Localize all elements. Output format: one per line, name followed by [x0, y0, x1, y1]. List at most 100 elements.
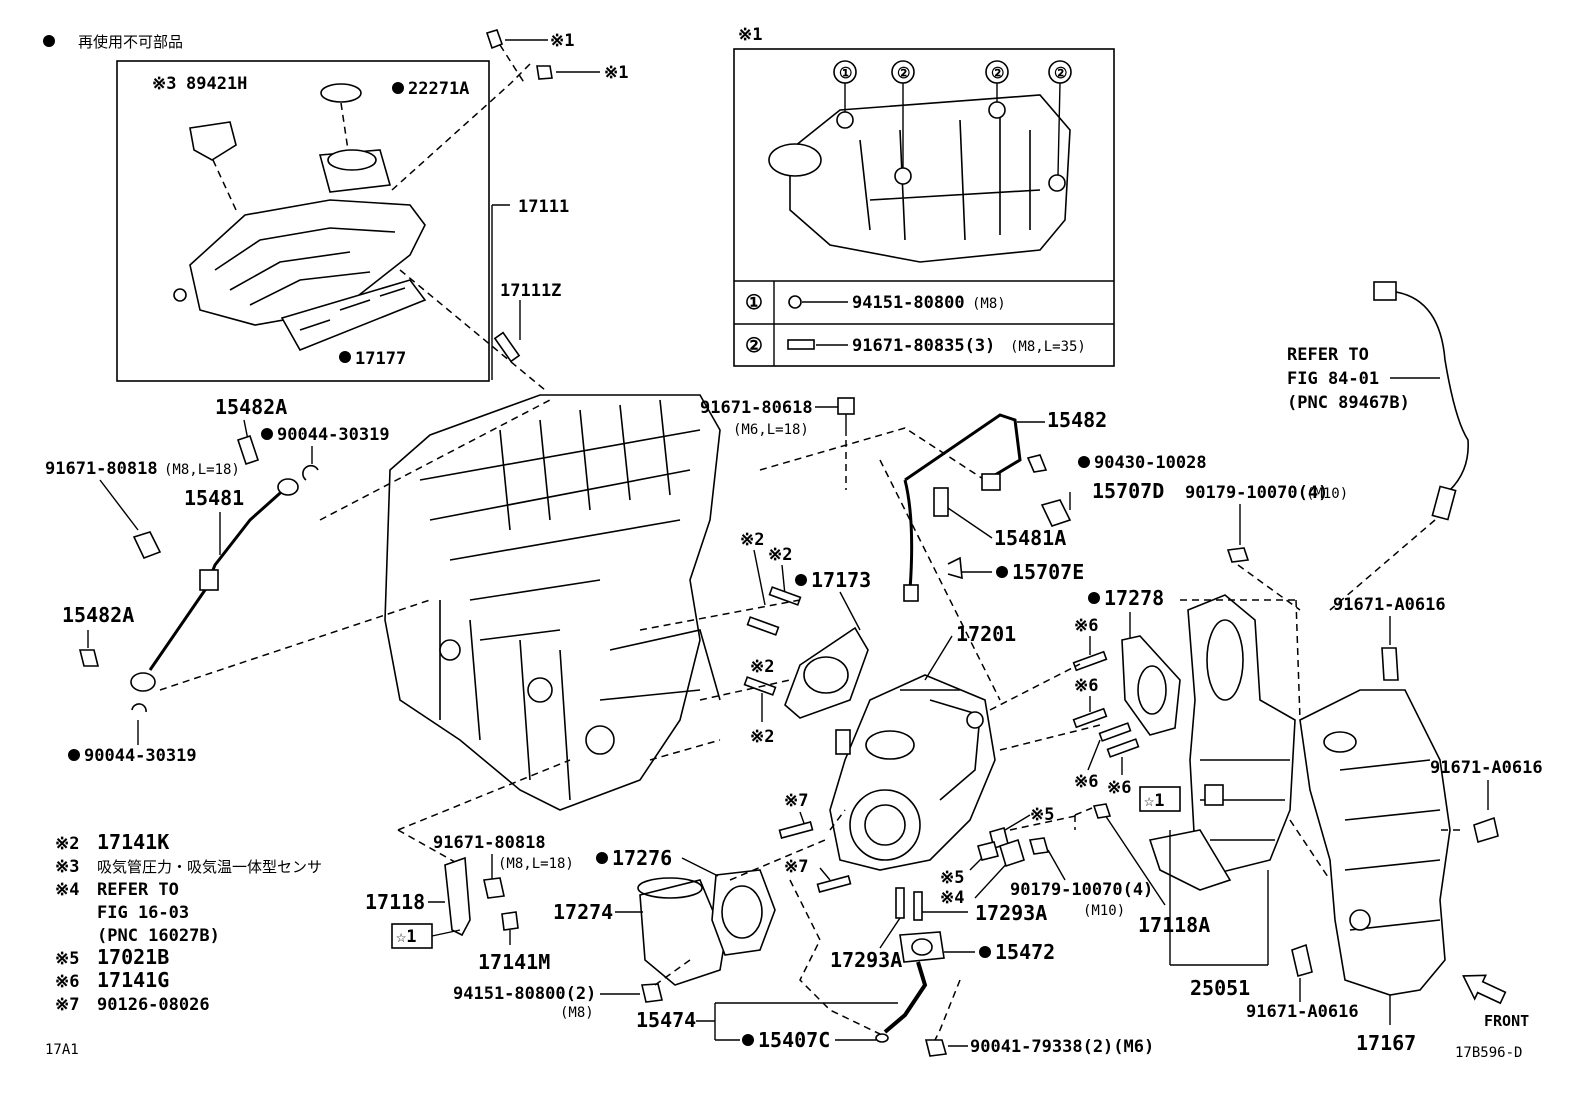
- gasket-17278: [1121, 635, 1181, 736]
- inset-callout-2a: ②: [897, 64, 910, 82]
- inset-callout-2b: ②: [991, 64, 1004, 82]
- gasket-17276: [711, 869, 776, 956]
- bullet-22271a-icon: [392, 82, 404, 94]
- stud-m6-1-icon: [1072, 650, 1108, 672]
- label-m2a: ※2: [740, 530, 764, 550]
- label-m2c: ※2: [750, 657, 774, 677]
- note-mark-1: ※3: [55, 857, 79, 877]
- label-15481a: 15481A: [994, 526, 1066, 550]
- label-17276: 17276: [612, 846, 672, 870]
- label-m2b: ※2: [768, 545, 792, 565]
- stud-m2-1-icon: [768, 586, 802, 606]
- label-17118: 17118: [365, 890, 425, 914]
- bolt-top-icon: [485, 29, 504, 50]
- nut-90179-bot-icon: [1028, 837, 1050, 855]
- label-15481: 15481: [184, 486, 244, 510]
- note-text-3: FIG 16-03: [97, 903, 189, 923]
- stud-m6-4-icon: [1106, 738, 1140, 758]
- bolt-a0616-a-icon: [1381, 647, 1399, 681]
- note-mark-0: ※2: [55, 834, 79, 854]
- bracket-17118: [444, 856, 471, 937]
- spec-l: (M8,L=18): [164, 462, 240, 478]
- spec-80618: (M6,L=18): [733, 422, 809, 438]
- label-90179-top: 90179-10070(4): [1185, 483, 1328, 503]
- inset-row2-part: 91671-80835(3): [852, 336, 995, 356]
- label-91671-a0616-c: 91671-A0616: [1246, 1002, 1359, 1022]
- label-15474: 15474: [636, 1008, 696, 1032]
- legend-text: 再使用不可部品: [78, 33, 183, 51]
- code-left: 17A1: [45, 1042, 79, 1058]
- heat-insulator-drawing: [1299, 689, 1451, 996]
- label-17111z: 17111Z: [500, 281, 561, 301]
- pipe-15474: [883, 961, 928, 1034]
- washer-bot-icon: [131, 703, 147, 713]
- pipe-17274: [639, 879, 726, 986]
- label-17111: 17111: [518, 197, 569, 217]
- bolt-15482a-mid-icon: [78, 649, 100, 667]
- spec-m10-bot: (M10): [1083, 903, 1125, 919]
- stud-17111z-icon: [493, 331, 521, 363]
- label-15407c: 15407C: [758, 1028, 830, 1052]
- label-90430: 90430-10028: [1094, 453, 1207, 473]
- refer-line3: (PNC 89467B): [1287, 393, 1410, 413]
- label-17293a-r: 17293A: [975, 901, 1047, 925]
- washer-top-icon: [302, 464, 319, 481]
- label-17278: 17278: [1104, 586, 1164, 610]
- note-text-4: (PNC 16027B): [97, 926, 220, 946]
- nut-top-icon: [536, 65, 553, 80]
- bolt-17118a-icon: [1092, 803, 1112, 819]
- label-m5a: ※5: [1030, 805, 1054, 825]
- inset-row2-bolt-icon: [787, 339, 815, 350]
- label-17293a-l: 17293A: [830, 948, 902, 972]
- washer-15407c-icon: [875, 1033, 889, 1043]
- inset-mark: ※1: [738, 25, 762, 45]
- pipe-15481: [148, 484, 290, 671]
- intake-leaders: [212, 44, 546, 391]
- bolt-15482a-top-icon: [236, 434, 260, 466]
- intake-manifold-box: [116, 60, 490, 382]
- clip-15707e-icon: [947, 556, 963, 580]
- stud-17293a-a-icon: [895, 887, 905, 919]
- bullet-15472-icon: [979, 946, 991, 958]
- label-m4: ※4: [940, 888, 964, 908]
- inset-box: [733, 48, 1115, 367]
- label-22271a: 22271A: [408, 79, 469, 99]
- inset-row2-spec: (M8,L=35): [1010, 339, 1086, 355]
- label-90179-bot: 90179-10070(4): [1010, 880, 1153, 900]
- gasket-15472: [899, 931, 945, 963]
- label-m7a: ※7: [784, 791, 808, 811]
- inset-row1-nut-icon: [788, 295, 802, 309]
- stud-m6-2-icon: [1072, 707, 1108, 729]
- note-mark-7: ※7: [55, 995, 79, 1015]
- bolt-80818-b-icon: [483, 877, 505, 899]
- turbocharger-drawing: [829, 674, 996, 871]
- note-text-1: 吸気管圧力・吸気温一体型センサ: [97, 858, 322, 876]
- bullet-15407c-icon: [742, 1034, 754, 1046]
- label-star1a: ☆1: [1144, 791, 1164, 811]
- label-15472: 15472: [995, 940, 1055, 964]
- bullet-17276-icon: [596, 852, 608, 864]
- nut-90179-top-icon: [1226, 547, 1250, 563]
- inset-callout-1: ①: [839, 64, 852, 82]
- label-15707d: 15707D: [1092, 479, 1164, 503]
- note-mark-5: ※5: [55, 949, 79, 969]
- bullet-90430-icon: [1078, 456, 1090, 468]
- label-15482a-top: 15482A: [215, 395, 287, 419]
- legend-dot-icon: [43, 35, 55, 47]
- label-90044-top: 90044-30319: [277, 425, 390, 445]
- notes-list: ※2 17141K ※3 吸気管圧力・吸気温一体型センサ ※4 REFER TO…: [55, 830, 322, 1015]
- label-89421h: 89421H: [186, 74, 247, 94]
- label-90041: 90041-79338(2)(M6): [970, 1037, 1154, 1057]
- label-star1b: ☆1: [396, 927, 416, 947]
- note-mark-6: ※6: [55, 972, 79, 992]
- label-m2d: ※2: [750, 727, 774, 747]
- label-90044-bot: 90044-30319: [84, 746, 197, 766]
- engine-block-drawing: [384, 394, 721, 811]
- spec-m10-top: (M10): [1306, 486, 1348, 502]
- bolt-a0616-b-icon: [1473, 816, 1499, 844]
- bullet-90044-bot-icon: [68, 749, 80, 761]
- intake-manifold-drawing: [173, 83, 427, 352]
- label-17177: 17177: [355, 349, 406, 369]
- pipe-end-icon: [130, 672, 156, 692]
